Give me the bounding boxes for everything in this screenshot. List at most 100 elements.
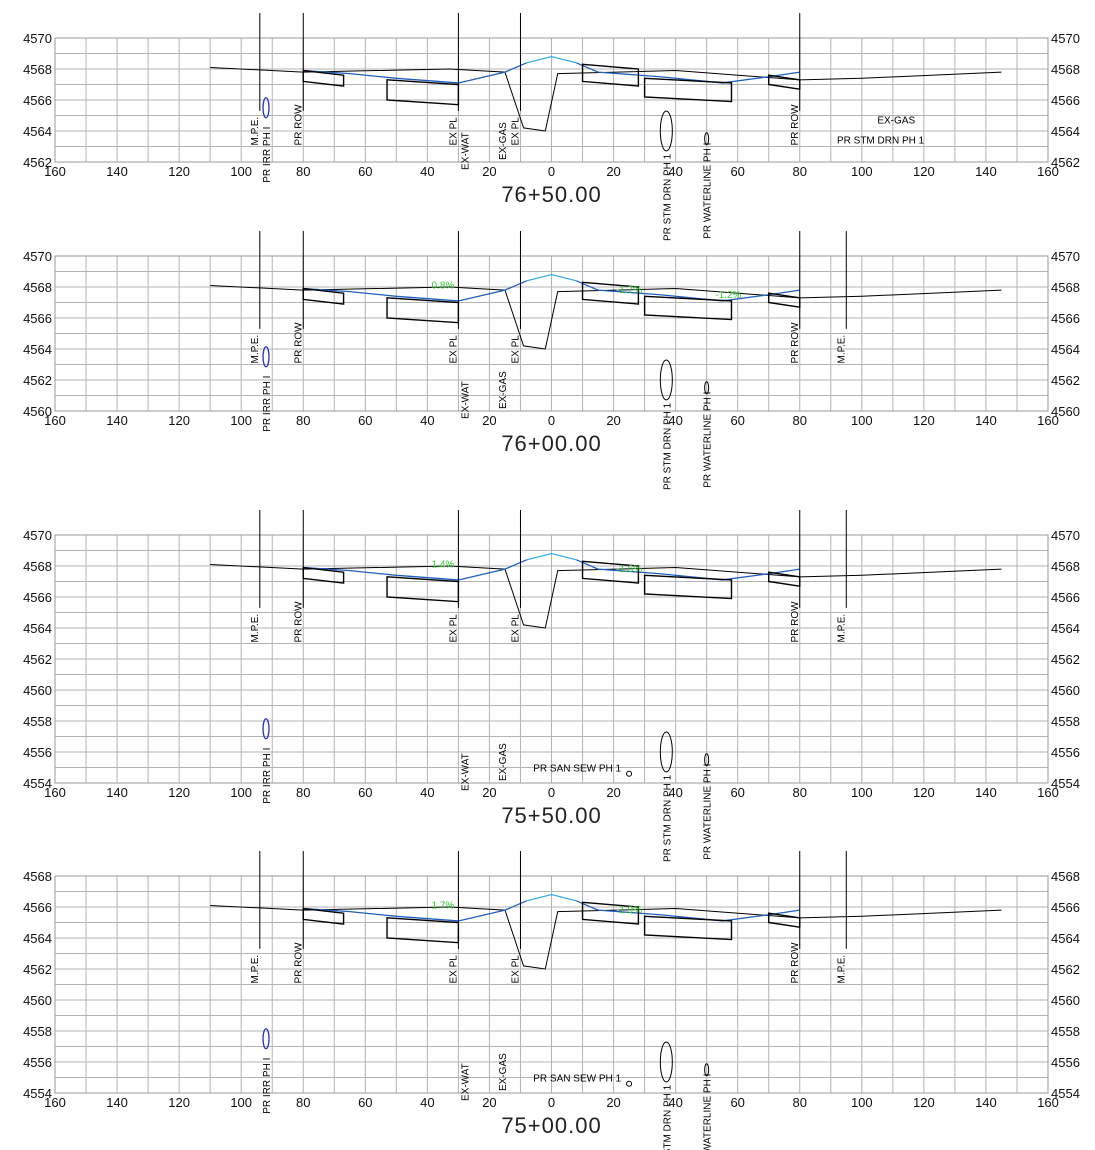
sanitary-sewer-pipe-icon (626, 770, 633, 777)
row-left-label: PR ROW (293, 942, 304, 984)
offset-tick: 60 (358, 413, 372, 428)
elev-tick-right: 4566 (1051, 93, 1080, 108)
elev-tick-right: 4562 (1051, 155, 1080, 170)
offset-tick: 120 (168, 413, 190, 428)
elev-tick-left: 4570 (23, 31, 52, 46)
grid (54, 534, 1049, 784)
waterline-label: PR WATERLINE PH I (703, 764, 714, 860)
pavement-section (386, 576, 460, 603)
elev-tick-right: 4564 (1051, 342, 1080, 357)
pavement-section (386, 79, 460, 106)
mpe-left-label: M.P.E. (250, 955, 261, 984)
pavement-section (768, 912, 801, 928)
elev-tick-right: 4558 (1051, 714, 1080, 729)
elev-tick-right: 4566 (1051, 590, 1080, 605)
ex-wat-label: EX-WAT (461, 753, 472, 791)
ex-pl-left-label: EX PL (448, 335, 459, 364)
offset-tick: 120 (168, 1095, 190, 1110)
row-right-label: PR ROW (790, 601, 801, 643)
cross-slope-label: -1.7% (616, 285, 642, 296)
irrigation-label: PR IRR PH I (262, 127, 273, 183)
pavement-section (768, 571, 801, 587)
storm-drain-pipe-icon (659, 110, 673, 152)
elev-tick-right: 4566 (1051, 311, 1080, 326)
irrigation-pipe-icon (262, 1028, 270, 1050)
elev-tick-right: 4568 (1051, 869, 1080, 884)
pavement-section (581, 63, 640, 87)
elev-tick-left: 4560 (23, 993, 52, 1008)
offset-tick: 60 (358, 164, 372, 179)
irrigation-label: PR IRR PH I (262, 748, 273, 804)
ex-pl-left-label: EX PL (448, 117, 459, 146)
row-right-label: PR ROW (790, 322, 801, 364)
elev-tick-left: 4562 (23, 155, 52, 170)
offset-tick: 160 (1037, 413, 1059, 428)
elev-tick-right: 4564 (1051, 621, 1080, 636)
cross-slope-label: 0.8% (431, 281, 454, 292)
offset-tick: 140 (106, 1095, 128, 1110)
cross-slope-label: -1.9% (616, 905, 642, 916)
elev-tick-left: 4556 (23, 745, 52, 760)
elev-tick-right: 4564 (1051, 931, 1080, 946)
elev-tick-right: 4568 (1051, 280, 1080, 295)
pavement-section (768, 292, 801, 308)
elev-tick-left: 4566 (23, 900, 52, 915)
cross-slope-label: 1.7% (431, 901, 454, 912)
offset-tick: 80 (296, 785, 310, 800)
offset-tick: 100 (851, 164, 873, 179)
offset-tick: 0 (548, 164, 555, 179)
offset-tick: 40 (420, 785, 434, 800)
offset-tick: 100 (230, 1095, 252, 1110)
offset-tick: 140 (975, 785, 997, 800)
storm-drain-pipe-icon (659, 731, 673, 773)
offset-tick: 60 (358, 1095, 372, 1110)
offset-tick: 80 (793, 164, 807, 179)
elev-tick-right: 4570 (1051, 528, 1080, 543)
offset-tick: 120 (168, 785, 190, 800)
offset-tick: 40 (668, 785, 682, 800)
elev-tick-left: 4564 (23, 124, 52, 139)
elev-tick-left: 4554 (23, 1086, 52, 1101)
elev-tick-right: 4560 (1051, 404, 1080, 419)
offset-tick: 20 (482, 1095, 496, 1110)
waterline-pipe-icon (704, 132, 710, 146)
offset-tick: 140 (975, 164, 997, 179)
elev-tick-left: 4560 (23, 683, 52, 698)
cross-slope-label: 1.4% (431, 560, 454, 571)
irrigation-pipe-icon (262, 346, 270, 368)
offset-tick: 100 (230, 785, 252, 800)
elev-tick-left: 4562 (23, 373, 52, 388)
elev-tick-right: 4560 (1051, 993, 1080, 1008)
elev-tick-left: 4568 (23, 869, 52, 884)
storm-drain-label: PR STM DRN PH 1 (662, 1084, 673, 1150)
offset-tick: 100 (851, 1095, 873, 1110)
grid (54, 255, 1049, 412)
proposed-surface-left (303, 559, 527, 581)
offset-tick: 160 (1037, 785, 1059, 800)
waterline-pipe-icon (704, 381, 710, 395)
row-left-label: PR ROW (293, 104, 304, 146)
ex-wat-label: EX-WAT (461, 1063, 472, 1101)
offset-tick: 140 (975, 413, 997, 428)
grid-frame (54, 37, 1049, 163)
cross-slope-label: -1.2% (715, 290, 741, 301)
pavement-section (386, 297, 460, 324)
ex-gas-right-label: EX-GAS (877, 115, 915, 126)
elev-tick-right: 4560 (1051, 683, 1080, 698)
median-crown (526, 273, 577, 282)
elev-tick-right: 4556 (1051, 1055, 1080, 1070)
elev-tick-left: 4558 (23, 1024, 52, 1039)
elev-tick-right: 4554 (1051, 776, 1080, 791)
elev-tick-left: 4566 (23, 590, 52, 605)
row-right-label: PR ROW (790, 942, 801, 984)
offset-tick: 20 (606, 164, 620, 179)
station-label: 76+50.00 (501, 182, 601, 207)
elev-tick-left: 4562 (23, 962, 52, 977)
mpe-right-label: M.P.E. (836, 614, 847, 643)
existing-ground-line (210, 66, 1002, 132)
ex-gas-label: EX-GAS (498, 1053, 509, 1091)
ex-pl-right-label: EX PL (510, 117, 521, 146)
